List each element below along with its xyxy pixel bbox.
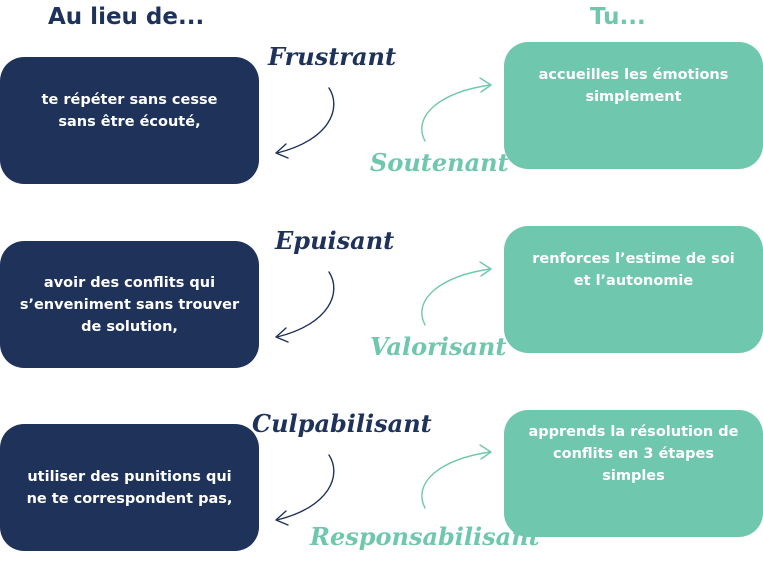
right-box-3-text: apprends la résolution de conflits en 3 …	[528, 423, 739, 484]
right-box-1: accueilles les émotions simplement	[504, 42, 763, 169]
left-box-3: utiliser des punitions qui ne te corresp…	[0, 424, 259, 551]
negative-word-1: Frustrant	[268, 42, 397, 71]
positive-word-2: Valorisant	[370, 332, 507, 361]
negative-word-2: Epuisant	[275, 226, 395, 255]
left-box-2: avoir des conflits qui s’enveniment sans…	[0, 241, 259, 368]
arrow-up-right-1	[421, 77, 492, 142]
right-box-2: renforces l’estime de soi et l’autonomie	[504, 226, 763, 353]
arrow-down-left-1	[275, 87, 335, 159]
left-box-1-text: te répéter sans cesse sans être écouté,	[41, 91, 218, 130]
positive-word-1: Soutenant	[370, 148, 509, 177]
right-box-2-text: renforces l’estime de soi et l’autonomie	[532, 250, 735, 289]
left-box-3-text: utiliser des punitions qui ne te corresp…	[26, 468, 233, 507]
negative-word-3: Culpabilisant	[252, 409, 432, 438]
arrow-up-right-3	[421, 444, 492, 509]
left-box-2-text: avoir des conflits qui s’enveniment sans…	[19, 274, 240, 335]
arrow-down-left-2	[275, 271, 335, 343]
arrow-down-left-3	[275, 454, 335, 526]
column-title-left: Au lieu de...	[48, 4, 205, 30]
right-box-1-text: accueilles les émotions simplement	[538, 66, 729, 105]
positive-word-3: Responsabilisant	[310, 522, 540, 551]
left-box-1: te répéter sans cesse sans être écouté,	[0, 57, 259, 184]
right-box-3: apprends la résolution de conflits en 3 …	[504, 410, 763, 537]
column-title-right: Tu...	[590, 4, 646, 30]
arrow-up-right-2	[421, 261, 492, 326]
